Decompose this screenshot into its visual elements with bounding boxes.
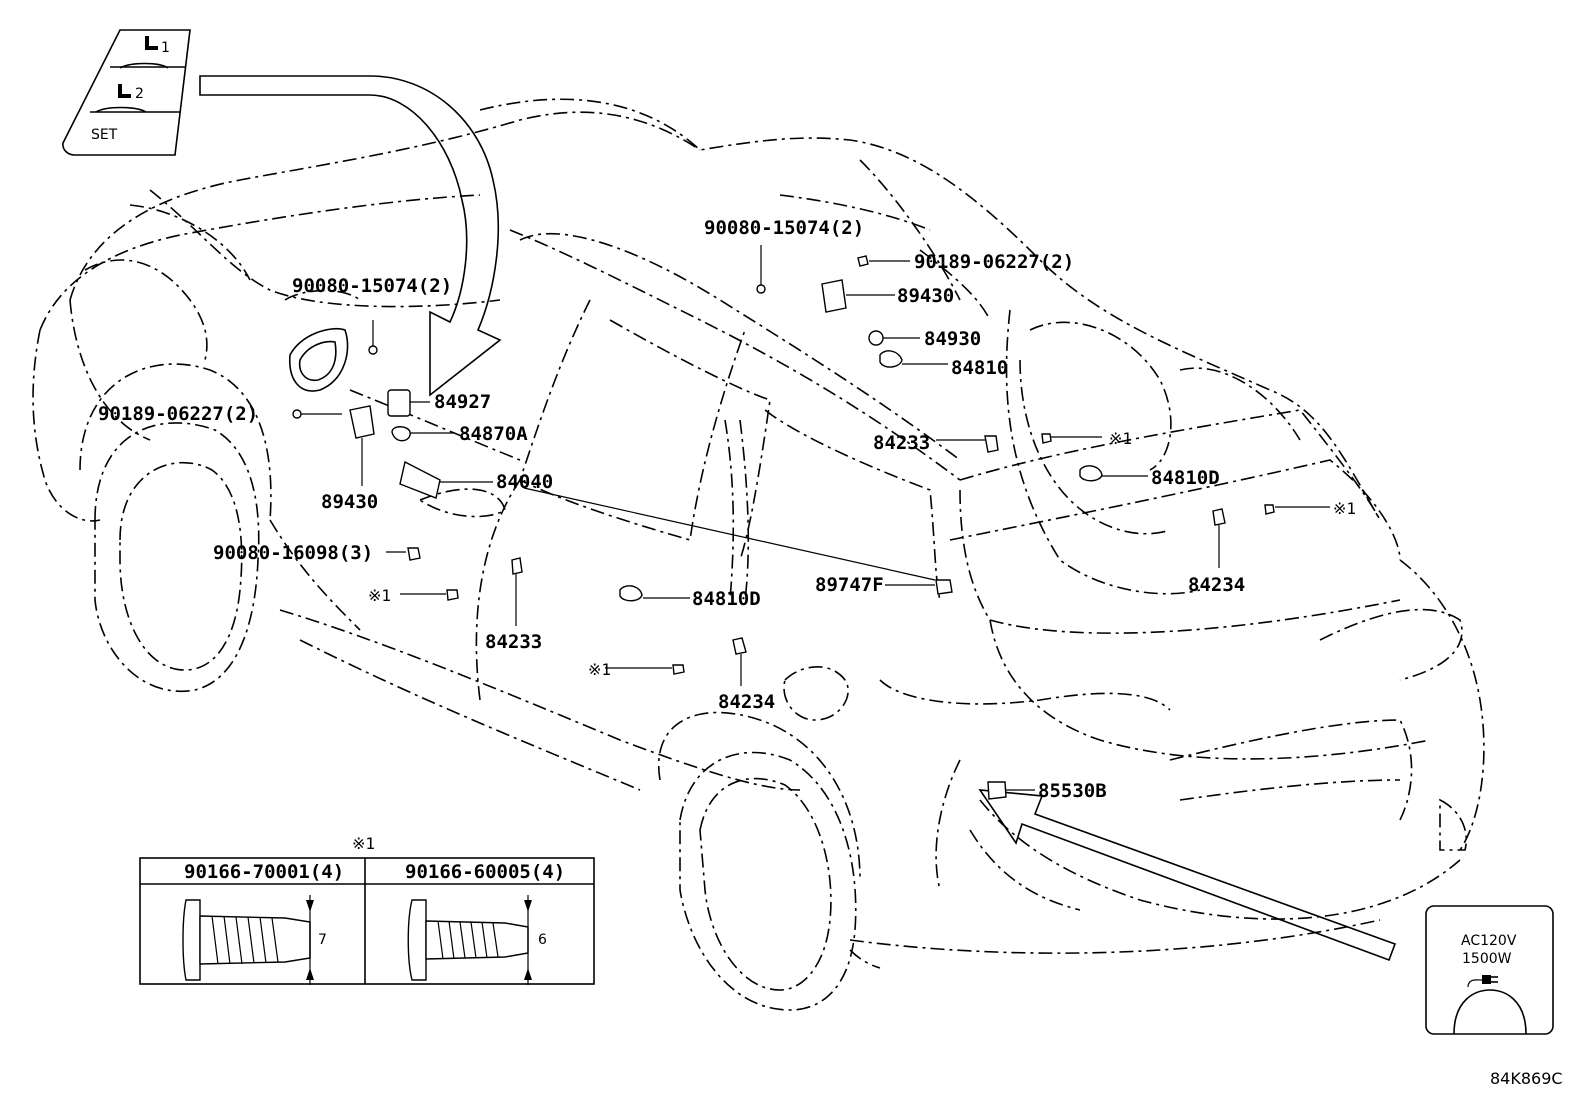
label-89430-right: 89430 (897, 285, 954, 307)
clip-90189-06227-left-shape (292, 409, 302, 419)
screw-ref1-right-shape (1264, 504, 1275, 515)
screw-table-col1-part: 90166-70001(4) (184, 861, 344, 883)
screw-table-frame (139, 857, 595, 985)
label-90189-06227-right: 90189-06227(2) (914, 251, 1074, 273)
memory-1-label: 1 (161, 40, 170, 56)
label-ref1-right: ※1 (1333, 499, 1356, 518)
vehicle-outline (32, 98, 1485, 1011)
label-ref1-mid: ※1 (588, 660, 611, 679)
label-84930: 84930 (924, 328, 981, 350)
clip-90189-06227-right-shape (857, 255, 869, 267)
power-plug-icon (1467, 975, 1498, 988)
diagram-code: 84K869C (1490, 1069, 1563, 1088)
screw-ref1-left-shape (446, 589, 459, 601)
part-85530B-shape (987, 781, 1007, 800)
memory-2-label: 2 (135, 86, 144, 102)
label-89747F: 89747F (815, 574, 884, 596)
part-84234-mid-shape (732, 637, 747, 655)
label-84810D-mid: 84810D (692, 588, 761, 610)
bolt-90080-15074-left-shape (368, 345, 378, 355)
memory-switch-panel: 1 2 SET (62, 29, 191, 156)
label-84870A: 84870A (459, 423, 528, 445)
seat-memory-2-icon (118, 84, 131, 98)
part-84870A-shape (391, 426, 411, 442)
parts-shapes (292, 255, 1275, 800)
label-84810: 84810 (951, 357, 1008, 379)
label-84234-right: 84234 (1188, 574, 1245, 596)
outlet-wattage: 1500W (1462, 951, 1512, 967)
label-90080-16098: 90080-16098(3) (213, 542, 373, 564)
part-84810D-right-shape (1079, 465, 1103, 482)
outlet-voltage: AC120V (1461, 933, 1517, 949)
part-84233-left-shape (511, 557, 523, 575)
part-89430-right-shape (821, 279, 847, 313)
pointer-arrow-top (199, 75, 502, 397)
label-84233-left: 84233 (485, 631, 542, 653)
pointer-arrow-bottom (978, 789, 1397, 962)
part-89430-left-shape (349, 405, 375, 439)
screw-table-col2-dim: 6 (538, 932, 547, 948)
seat-memory-1-icon (145, 36, 158, 50)
outlet-inset-frame (1425, 905, 1554, 1035)
label-85530B: 85530B (1038, 780, 1107, 802)
screw-ref1-right-top-shape (1041, 433, 1052, 444)
label-90189-06227-left: 90189-06227(2) (98, 403, 258, 425)
screw-table-col1-dim: 7 (318, 932, 327, 948)
part-84810-shape (879, 350, 903, 368)
part-89747F-shape (935, 579, 953, 595)
bolt-90080-15074-right-shape (756, 284, 766, 294)
part-labels: 90080-15074(2) 90189-06227(2) 84927 8487… (98, 217, 1356, 802)
screw-table-ref: ※1 (352, 834, 375, 853)
screw-table-col2-part: 90166-60005(4) (405, 861, 565, 883)
label-84234-mid: 84234 (718, 691, 775, 713)
bolt-90080-16098-shape (407, 547, 421, 561)
screw-90166-70001-icon (182, 895, 314, 985)
label-90080-15074-right: 90080-15074(2) (704, 217, 864, 239)
part-84234-right-shape (1212, 508, 1226, 526)
label-90080-15074-left: 90080-15074(2) (292, 275, 452, 297)
label-84040: 84040 (496, 471, 553, 493)
leader-lines (301, 245, 1330, 791)
part-84927-shape (387, 389, 411, 417)
screw-table: ※1 90166-70001(4) 90166-60005(4) 7 6 (139, 834, 595, 985)
label-ref1-right-top: ※1 (1109, 429, 1132, 448)
set-label: SET (91, 127, 118, 143)
label-ref1-left: ※1 (368, 586, 391, 605)
part-84233-right-shape (984, 435, 999, 453)
label-89430-left: 89430 (321, 491, 378, 513)
screw-ref1-mid-shape (672, 664, 685, 675)
screw-90166-60005-icon (407, 895, 532, 985)
label-84233-right: 84233 (873, 432, 930, 454)
part-84040-shape (399, 460, 441, 499)
label-84927: 84927 (434, 391, 491, 413)
part-84930-shape (868, 330, 884, 346)
part-84810D-mid-shape (619, 585, 643, 602)
label-84810D-right: 84810D (1151, 467, 1220, 489)
outlet-inset: AC120V 1500W (1425, 905, 1554, 1035)
